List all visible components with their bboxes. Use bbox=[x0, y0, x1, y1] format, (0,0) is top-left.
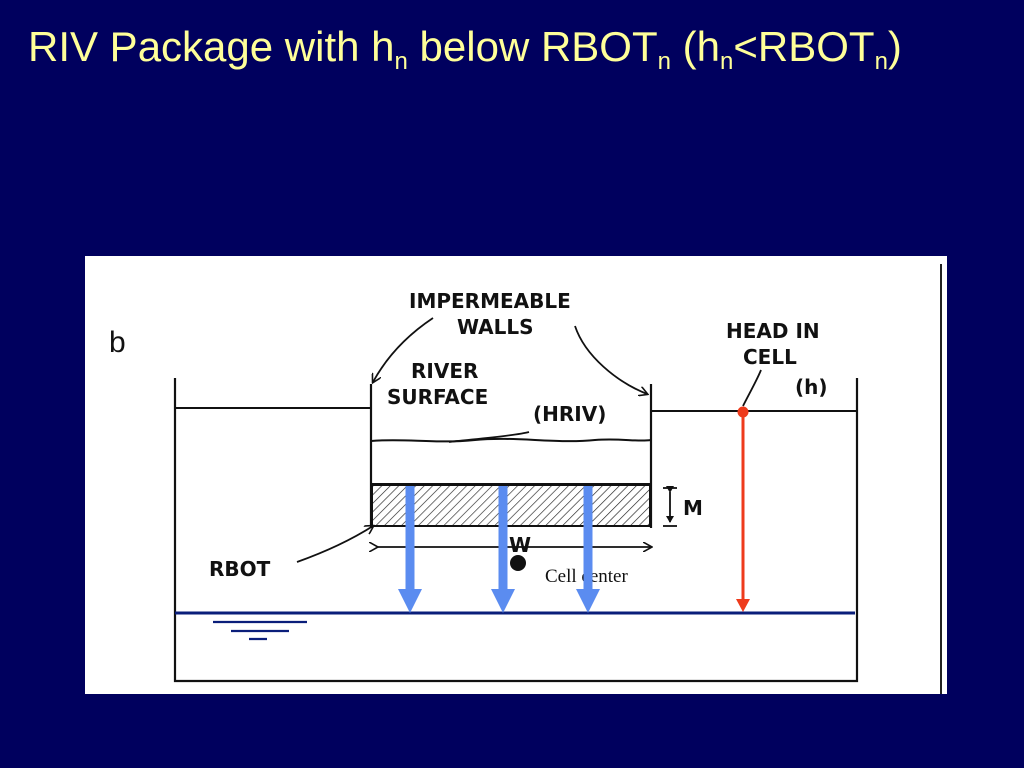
title-text: <RBOT bbox=[733, 23, 875, 70]
diagram-canvas: M W b IMPERMEABLE WALLS RIVER SURFACE (H… bbox=[109, 264, 942, 694]
cell-center-dot bbox=[510, 555, 526, 571]
head-label-line2: CELL bbox=[743, 345, 797, 369]
river-surface-line bbox=[370, 437, 652, 443]
hriv-label: (HRIV) bbox=[533, 402, 606, 426]
river-label-line2: SURFACE bbox=[387, 385, 488, 409]
slide-title: RIV Package with hn below RBOTn (hn<RBOT… bbox=[28, 23, 902, 73]
leakage-arrow-center bbox=[491, 486, 515, 613]
head-label-line1: HEAD IN bbox=[726, 319, 820, 343]
leader-rbot bbox=[296, 526, 373, 563]
title-subscript: n bbox=[874, 48, 888, 75]
width-label: W bbox=[509, 533, 531, 557]
river-package-diagram: M W b IMPERMEABLE WALLS RIVER SURFACE (H… bbox=[85, 256, 947, 694]
walls-label-line1: IMPERMEABLE bbox=[409, 289, 571, 313]
leakage-arrow-left bbox=[398, 486, 422, 613]
leader-river-surface bbox=[448, 431, 530, 443]
rbot-label: RBOT bbox=[209, 557, 271, 581]
panel-label: b bbox=[109, 326, 126, 359]
title-subscript: n bbox=[394, 48, 408, 75]
title-text: below RBOT bbox=[407, 23, 658, 70]
thickness-label: M bbox=[683, 496, 703, 520]
leader-right-wall bbox=[574, 325, 647, 394]
head-point bbox=[737, 406, 749, 418]
head-arrow bbox=[736, 406, 750, 612]
title-text: ) bbox=[887, 23, 902, 70]
riverbed-layer bbox=[371, 484, 651, 527]
title-subscript: n bbox=[720, 48, 734, 75]
cell-boundary bbox=[173, 378, 859, 683]
leakage-arrow-right bbox=[576, 486, 600, 613]
leader-left-wall bbox=[373, 317, 434, 382]
title-text: RIV Package with h bbox=[28, 23, 395, 70]
river-label-line1: RIVER bbox=[411, 359, 478, 383]
title-subscript: n bbox=[657, 48, 671, 75]
walls-label-line2: WALLS bbox=[457, 315, 534, 339]
head-symbol-label: (h) bbox=[795, 375, 828, 399]
leader-head bbox=[742, 369, 762, 407]
title-text: (h bbox=[670, 23, 720, 70]
